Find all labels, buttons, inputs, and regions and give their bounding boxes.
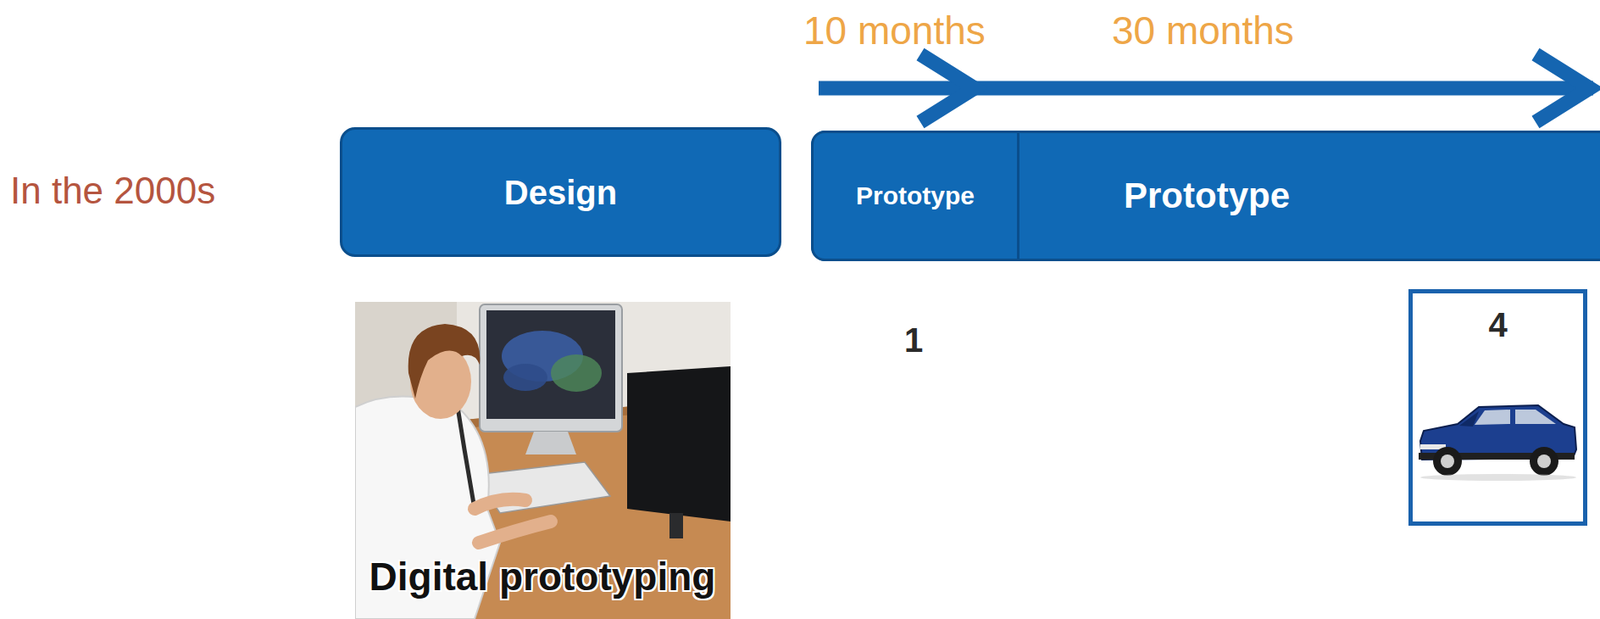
node-text: Prototype: [855, 181, 975, 212]
photo-caption: Digital prototyping: [369, 554, 717, 600]
node-text: 4: [1488, 305, 1507, 345]
row-label: In the 2000s: [10, 169, 216, 213]
process-band: Prototype Prototype: [811, 130, 1600, 262]
process-box: Design: [339, 127, 782, 257]
callout-number: 1: [904, 320, 923, 360]
duration-label: 30 months: [1111, 8, 1295, 54]
timeline-arrow: [818, 54, 1594, 123]
node-text: Prototype: [1123, 175, 1290, 217]
car-icon: [1418, 405, 1577, 481]
image-frame: 4: [1408, 288, 1588, 526]
duration-label: 10 months: [803, 8, 986, 54]
node-text: Design: [504, 172, 617, 212]
office-photo: [355, 301, 731, 619]
process-box: Prototype: [811, 130, 1020, 262]
